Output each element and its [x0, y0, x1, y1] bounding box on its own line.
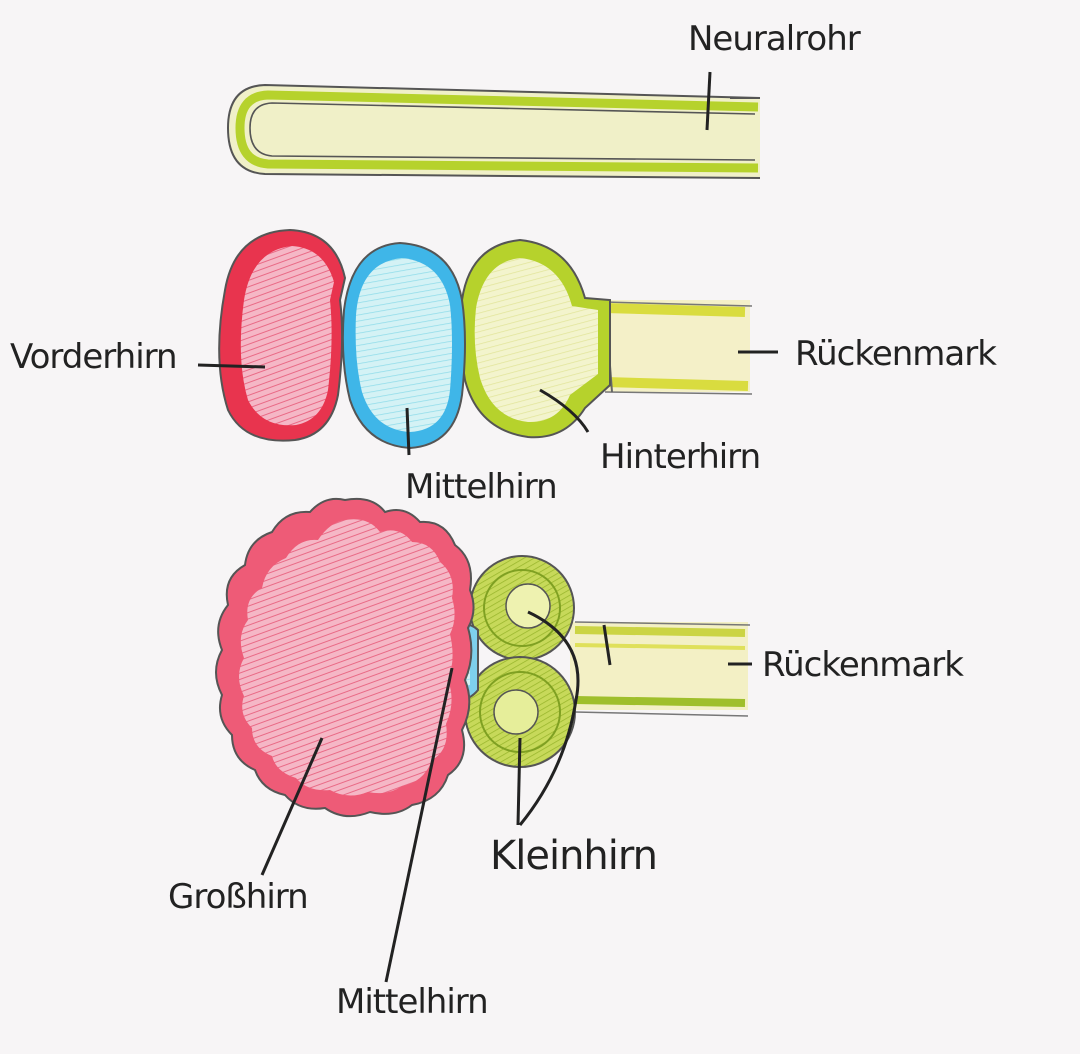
midbrain-vesicle-stage2 — [341, 241, 466, 450]
cerebrum — [215, 497, 475, 818]
cerebellum-upper — [469, 555, 575, 661]
forebrain-vesicle — [218, 228, 347, 442]
label-midbrain-stage3: Mittelhirn — [336, 982, 489, 1022]
spinal-cord-stage3 — [570, 621, 751, 717]
label-cerebrum: Großhirn — [168, 877, 309, 917]
stage3-pointer-lines — [260, 610, 752, 983]
label-cerebellum: Kleinhirn — [490, 833, 658, 879]
spinal-cord-stage2 — [604, 299, 753, 395]
label-spinal-cord-stage3: Rückenmark — [762, 645, 964, 685]
cerebellum-lower — [464, 656, 576, 768]
hindbrain-vesicle — [459, 238, 611, 439]
label-spinal-cord-stage2: Rückenmark — [795, 334, 997, 374]
label-midbrain-stage2: Mittelhirn — [405, 467, 558, 507]
label-hindbrain: Hinterhirn — [600, 437, 761, 477]
stage2-pointer-lines — [197, 350, 778, 456]
label-forebrain: Vorderhirn — [10, 337, 178, 377]
label-neural-tube: Neuralrohr — [688, 19, 861, 59]
neural-tube-shape — [226, 71, 761, 179]
